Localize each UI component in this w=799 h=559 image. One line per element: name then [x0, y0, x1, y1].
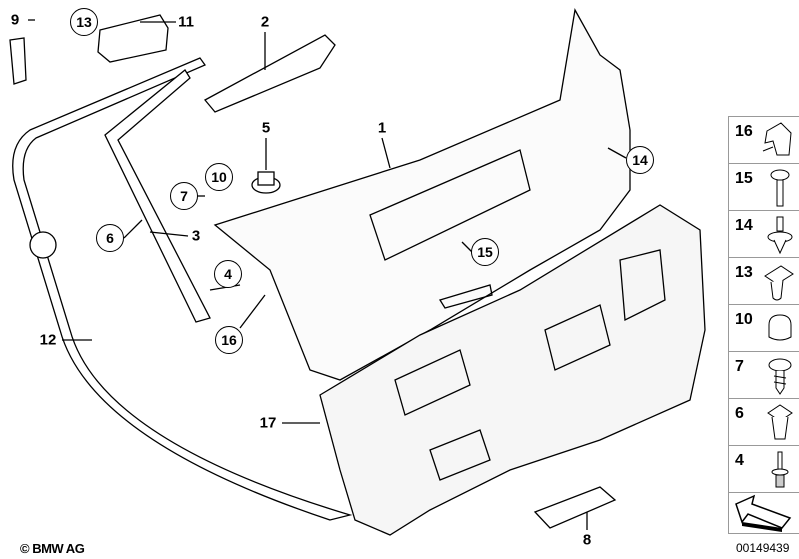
legend-number: 10 [735, 311, 753, 328]
legend-number: 16 [735, 123, 753, 140]
callout-2: 2 [260, 13, 270, 31]
legend-item-4: 4 [729, 446, 799, 493]
callout-5: 5 [261, 119, 271, 137]
diagram-number: 00149439 [736, 541, 790, 555]
legend-number: 14 [735, 217, 753, 234]
spreading-nut-icon [767, 404, 793, 440]
callout-12: 12 [39, 331, 57, 349]
legend-item-15: 15 [729, 164, 799, 211]
copyright: © BMW AG [20, 541, 85, 556]
cap-icon [768, 314, 792, 341]
clip-nut-icon [764, 265, 794, 301]
callout-7: 7 [170, 182, 198, 210]
callout-17: 17 [259, 414, 277, 432]
callout-3: 3 [191, 227, 201, 245]
trim-part-2 [203, 34, 336, 113]
callout-11: 11 [178, 13, 194, 31]
bracket-clip-icon [762, 122, 792, 156]
legend-item-7: 7 [729, 352, 799, 399]
callout-6: 6 [96, 224, 124, 252]
legend-arrow-cell [729, 493, 799, 534]
screw-icon [768, 358, 792, 395]
fastener-legend: 16 15 14 13 10 7 6 4 [728, 116, 799, 534]
legend-number: 6 [735, 405, 744, 422]
legend-item-6: 6 [729, 399, 799, 446]
expanding-rivet-icon [770, 169, 790, 207]
legend-item-14: 14 [729, 211, 799, 258]
push-pin-clip-icon [767, 216, 793, 255]
callout-9: 9 [10, 11, 20, 29]
callout-1: 1 [377, 119, 387, 137]
strip-part-3 [104, 69, 211, 323]
legend-item-10: 10 [729, 305, 799, 352]
callout-16: 16 [215, 326, 243, 354]
legend-item-16: 16 [729, 117, 799, 164]
legend-number: 13 [735, 264, 753, 281]
callout-8: 8 [582, 531, 592, 549]
callout-15: 15 [471, 238, 499, 266]
legend-number: 4 [735, 452, 744, 469]
handle-part-13 [97, 14, 169, 63]
part-8 [533, 486, 617, 529]
direction-arrow-icon [735, 494, 792, 532]
legend-item-13: 13 [729, 258, 799, 305]
callout-14: 14 [626, 146, 654, 174]
legend-number: 15 [735, 170, 753, 187]
clip-part-9 [9, 37, 27, 85]
legend-number: 7 [735, 358, 744, 375]
rivet-pin-icon [771, 451, 789, 488]
callout-4: 4 [214, 260, 242, 288]
callout-10: 10 [205, 163, 233, 191]
callout-13: 13 [70, 8, 98, 36]
tailgate-trim-part-1 [213, 8, 631, 381]
insulation-part-17 [319, 204, 706, 536]
